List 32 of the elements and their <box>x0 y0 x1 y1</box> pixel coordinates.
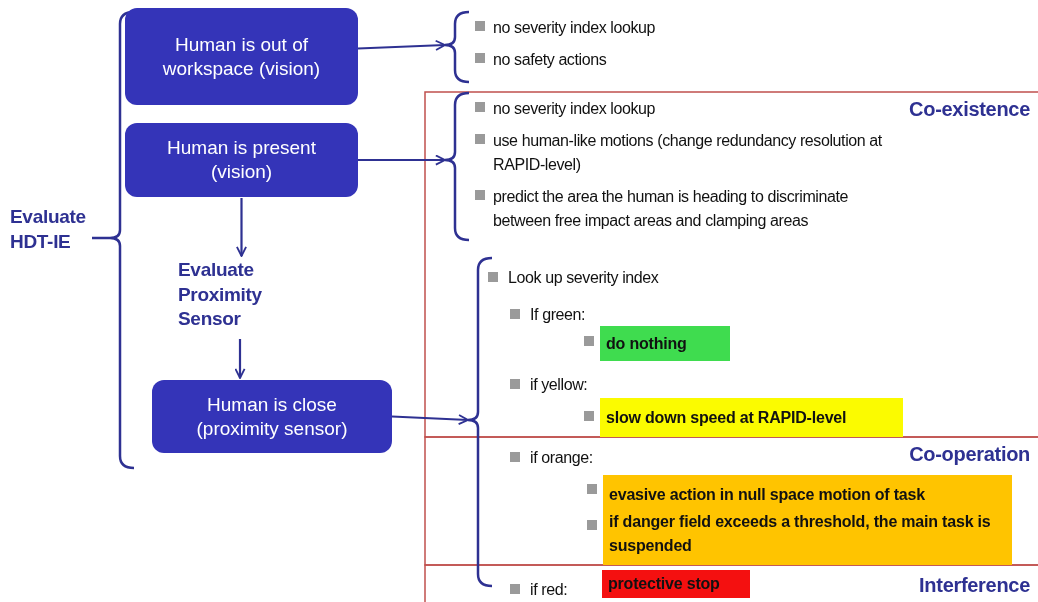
step-label: Evaluate Proximity Sensor <box>178 258 302 338</box>
arrow <box>236 198 247 257</box>
zone-heading: Interference <box>919 574 1030 597</box>
process-box: Human is out of workspace (vision) <box>125 8 358 105</box>
highlight-box <box>603 475 1012 565</box>
list-item-text: no safety actions <box>493 50 607 70</box>
highlight-box <box>600 398 903 437</box>
list-item-text: use human-like motions (change redundancy resolution at RAPID-level) <box>493 131 883 175</box>
arrow <box>357 39 446 51</box>
list-item-text: if orange: <box>530 448 593 468</box>
highlight-box <box>600 326 730 361</box>
action-text: do nothing <box>606 333 688 354</box>
list-item-text: Look up severity index <box>508 268 659 288</box>
zone-heading: Co-existence <box>909 98 1030 121</box>
highlight-box <box>602 570 750 598</box>
action-text: if danger field exceeds a threshold, the main task is suspended <box>609 512 992 556</box>
process-box: Human is close (proximity sensor) <box>152 380 392 453</box>
arrow <box>391 414 469 426</box>
action-text: evasive action in null space motion of task <box>609 485 926 506</box>
list-item-text: if yellow: <box>530 375 588 395</box>
list-item-text: if red: <box>530 580 568 600</box>
list-item-text: no severity index lookup <box>493 18 656 38</box>
arrow <box>234 339 246 379</box>
list-item-text: no severity index lookup <box>493 99 656 119</box>
action-text: slow down speed at RAPID-level <box>606 407 848 428</box>
action-text: protective stop <box>608 574 721 595</box>
process-box: Human is present (vision) <box>125 123 358 197</box>
zone-heading: Co-operation <box>909 443 1030 466</box>
list-item-text: If green: <box>530 305 586 325</box>
list-item-text: predict the area the human is heading to discriminate between free impact areas and clamping areas <box>493 187 850 231</box>
arrow <box>358 154 446 166</box>
group-label: Evaluate HDT-IE <box>10 205 87 254</box>
